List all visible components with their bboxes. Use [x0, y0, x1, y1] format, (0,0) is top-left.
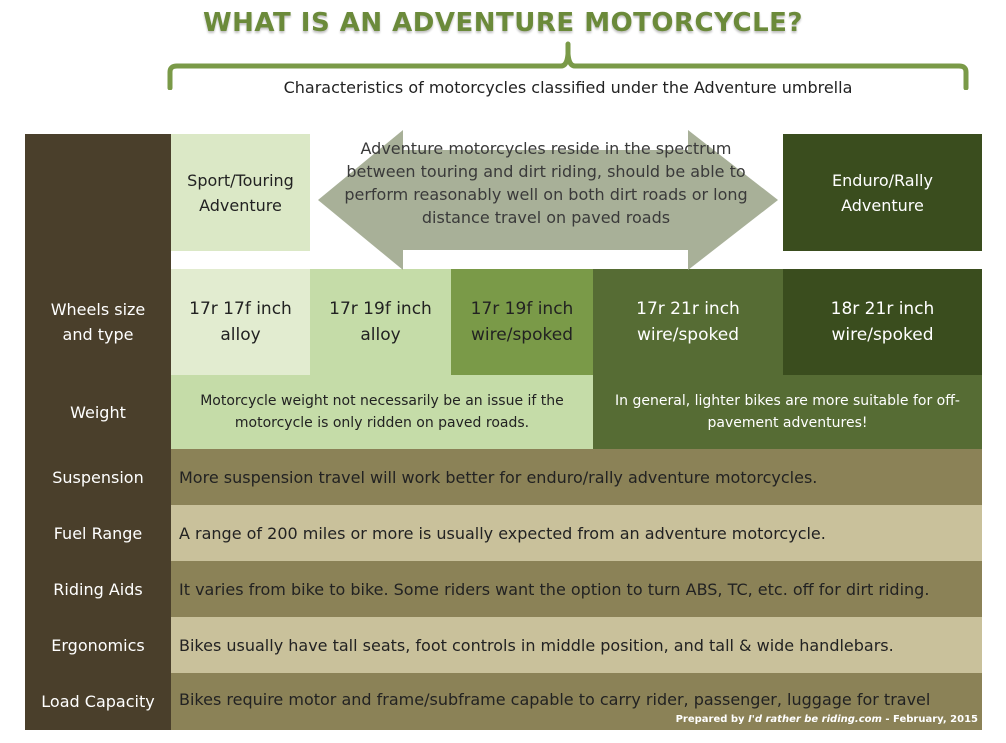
row-label-suspension: Suspension [25, 449, 171, 505]
row-label-weight: Weight [25, 375, 171, 449]
spectrum-description: Adventure motorcycles reside in the spec… [344, 139, 748, 227]
wheel-cell-5: 18r 21r inch wire/spoked [783, 269, 982, 375]
wheel-cell-3: 17r 19f inch wire/spoked [451, 269, 593, 375]
wheel-cell-2: 17r 19f inch alloy [310, 269, 451, 375]
bracket-icon [167, 41, 969, 90]
row-label-load-capacity: Load Capacity [25, 673, 171, 730]
wheel-cell-4: 17r 21r inch wire/spoked [593, 269, 783, 375]
enduro-rally-header: Enduro/Rally Adventure [783, 134, 982, 251]
weight-left-text: Motorcycle weight not necessarily be an … [171, 375, 593, 449]
double-arrow-icon [318, 130, 778, 270]
load-capacity-text: Bikes require motor and frame/subframe c… [171, 673, 982, 730]
row-label-riding-aids: Riding Aids [25, 561, 171, 617]
subtitle: Characteristics of motorcycles classifie… [283, 78, 853, 97]
sport-touring-header: Sport/Touring Adventure [171, 134, 310, 251]
suspension-text: More suspension travel will work better … [171, 449, 982, 505]
page-title: WHAT IS AN ADVENTURE MOTORCYCLE? [202, 8, 804, 38]
wheel-cell-1: 17r 17f inch alloy [171, 269, 310, 375]
credit-line: Prepared by I'd rather be riding.com - F… [675, 714, 978, 725]
fuel-range-text: A range of 200 miles or more is usually … [171, 505, 982, 561]
ergonomics-text: Bikes usually have tall seats, foot cont… [171, 617, 982, 673]
weight-right-text: In general, lighter bikes are more suita… [593, 375, 982, 449]
credit-site: I'd rather be riding.com [748, 714, 882, 725]
row-label-wheels: Wheels size and type [25, 269, 171, 375]
row-label-fuel-range: Fuel Range [25, 505, 171, 561]
riding-aids-text: It varies from bike to bike. Some riders… [171, 561, 982, 617]
row-label-ergonomics: Ergonomics [25, 617, 171, 673]
